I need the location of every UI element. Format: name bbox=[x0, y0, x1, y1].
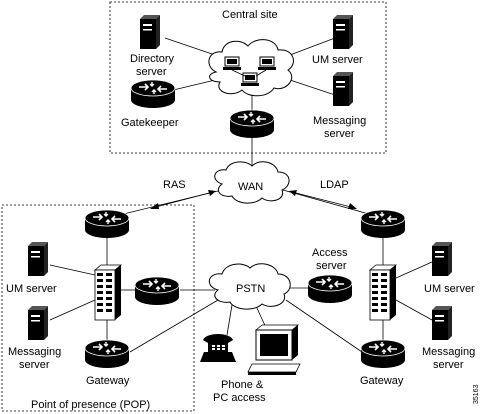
ldap-label: LDAP bbox=[320, 179, 349, 191]
pc-icon bbox=[257, 56, 277, 71]
ldap-arrow bbox=[289, 190, 357, 209]
pop-box bbox=[1, 204, 195, 412]
remote-um-server-icon bbox=[432, 242, 452, 276]
pc-icon bbox=[240, 72, 260, 87]
computer-icon bbox=[247, 324, 301, 375]
um-server-icon bbox=[333, 15, 353, 49]
gatekeeper-router-icon bbox=[130, 79, 176, 109]
pop-router-icon bbox=[84, 209, 130, 239]
access-server-label: Access server bbox=[312, 247, 351, 272]
phone-icon bbox=[200, 334, 236, 362]
messaging-server-icon bbox=[333, 72, 353, 106]
directory-server-label: Directory server bbox=[130, 53, 177, 78]
remote-gateway-label: Gateway bbox=[360, 375, 404, 387]
access-server-router-icon bbox=[307, 274, 353, 304]
central-site-box bbox=[109, 1, 387, 154]
pstn-label: PSTN bbox=[236, 283, 265, 295]
remote-router-icon bbox=[360, 209, 406, 239]
remote-messaging-server-label: Messaging server bbox=[422, 346, 478, 371]
ras-arrow bbox=[150, 190, 216, 209]
central-site-label: Central site bbox=[222, 9, 278, 21]
pc-icon bbox=[222, 56, 242, 71]
figure-id: 35163 bbox=[473, 384, 480, 404]
wan-label: WAN bbox=[238, 181, 263, 193]
remote-messaging-server-icon bbox=[432, 306, 452, 340]
central-lan-cloud bbox=[208, 39, 294, 97]
remote-um-server-label: UM server bbox=[424, 283, 475, 295]
pop-label: Point of presence (POP) bbox=[31, 399, 150, 411]
pop-um-server-label: UM server bbox=[6, 283, 57, 295]
pop-gateway-router-icon bbox=[84, 339, 130, 369]
pstn-cloud: PSTN bbox=[208, 263, 291, 310]
messaging-server-label: Messaging server bbox=[313, 115, 369, 140]
pop-messaging-server-label: Messaging server bbox=[8, 346, 64, 371]
directory-server-icon bbox=[140, 15, 160, 49]
pop-um-server-icon bbox=[28, 242, 48, 276]
ras-label: RAS bbox=[163, 179, 186, 191]
pop-pstn-router-icon bbox=[134, 276, 180, 306]
gatekeeper-label: Gatekeeper bbox=[121, 117, 179, 129]
remote-switch-icon bbox=[369, 264, 397, 321]
pop-messaging-server-icon bbox=[28, 306, 48, 340]
um-server-label: UM server bbox=[312, 54, 363, 66]
central-router-icon bbox=[229, 109, 275, 139]
pop-gateway-label: Gateway bbox=[86, 375, 130, 387]
remote-gateway-router-icon bbox=[360, 339, 406, 369]
pop-switch-icon bbox=[94, 264, 122, 321]
wan-cloud: WAN bbox=[214, 161, 290, 204]
phone-pc-access-label: Phone & PC access bbox=[213, 379, 266, 404]
